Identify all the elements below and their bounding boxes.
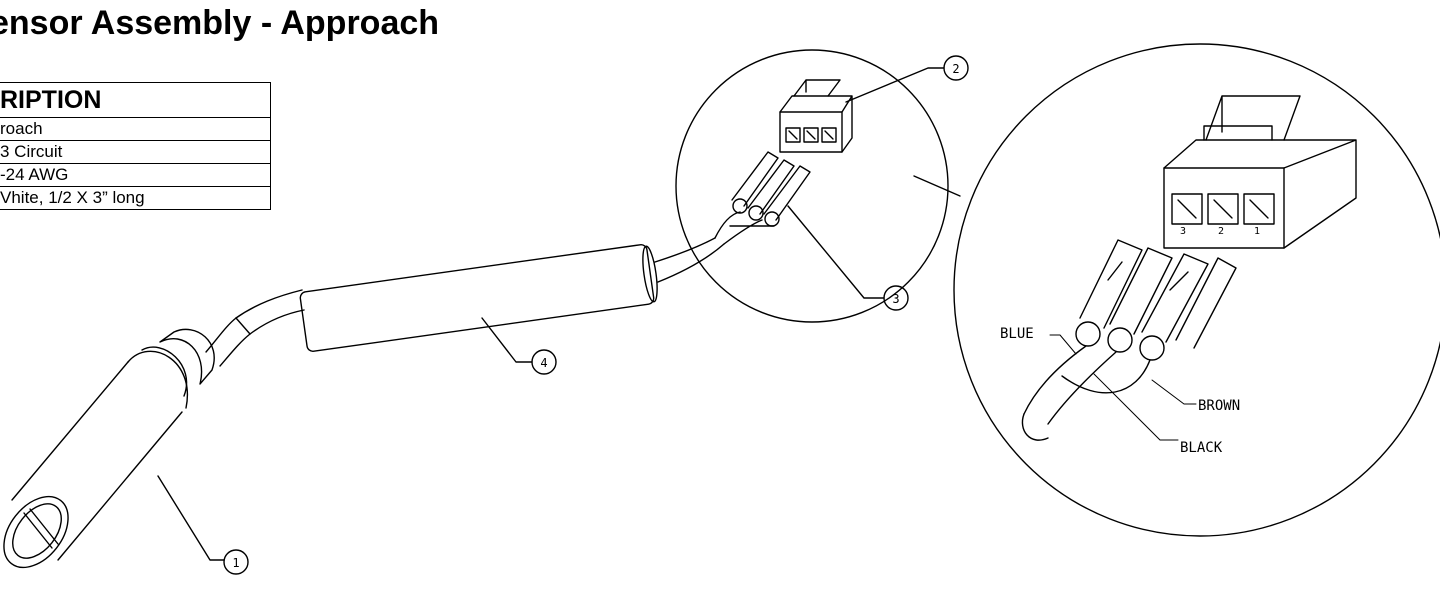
wire-label-brown: BROWN xyxy=(1198,398,1240,414)
bom-row-3: -24 AWG xyxy=(0,163,271,187)
wire-label-black: BLACK xyxy=(1180,440,1223,456)
bom-row: -24 AWG xyxy=(0,163,271,187)
terminals-small xyxy=(714,151,811,245)
balloon-label: 2 xyxy=(952,62,959,76)
callout-balloon-2: 2 xyxy=(845,55,969,103)
connector-housing-large xyxy=(1163,95,1357,249)
balloon-label: 1 xyxy=(232,556,239,570)
bom-row-4: Vhite, 1/2 X 3” long xyxy=(0,186,271,210)
proximity-sensor xyxy=(3,289,305,569)
terminals-large xyxy=(1021,239,1237,441)
callout-balloon-1: 1 xyxy=(157,475,249,575)
heat-shrink-tube xyxy=(299,237,725,352)
pin-number: 2 xyxy=(1218,226,1224,237)
pin-numbers: 3 2 1 xyxy=(1180,226,1260,237)
wire-labels: BLUE BROWN BLACK xyxy=(1000,326,1240,456)
bom-row: Vhite, 1/2 X 3” long xyxy=(0,186,271,210)
callout-balloon-3: 3 xyxy=(787,205,909,311)
bill-of-materials-table: RIPTION roach 3 Circuit -24 AWG Vhite, 1… xyxy=(0,82,271,210)
pin-number: 1 xyxy=(1254,226,1260,237)
connector-housing-small xyxy=(779,79,853,153)
detail-circle-large xyxy=(953,43,1440,537)
bom-header: RIPTION xyxy=(0,82,271,118)
balloon-label: 3 xyxy=(892,292,899,306)
balloon-label: 4 xyxy=(540,356,547,370)
callout-balloon-4: 4 xyxy=(481,317,557,375)
bom-row: roach xyxy=(0,117,271,141)
bom-row-1: roach xyxy=(0,117,271,141)
detail-circle-small xyxy=(675,49,961,323)
bom-header-row: RIPTION xyxy=(0,82,271,118)
pin-number: 3 xyxy=(1180,226,1186,237)
wire-label-blue: BLUE xyxy=(1000,326,1034,342)
drawing-title: ensor Assembly - Approach xyxy=(0,4,440,42)
